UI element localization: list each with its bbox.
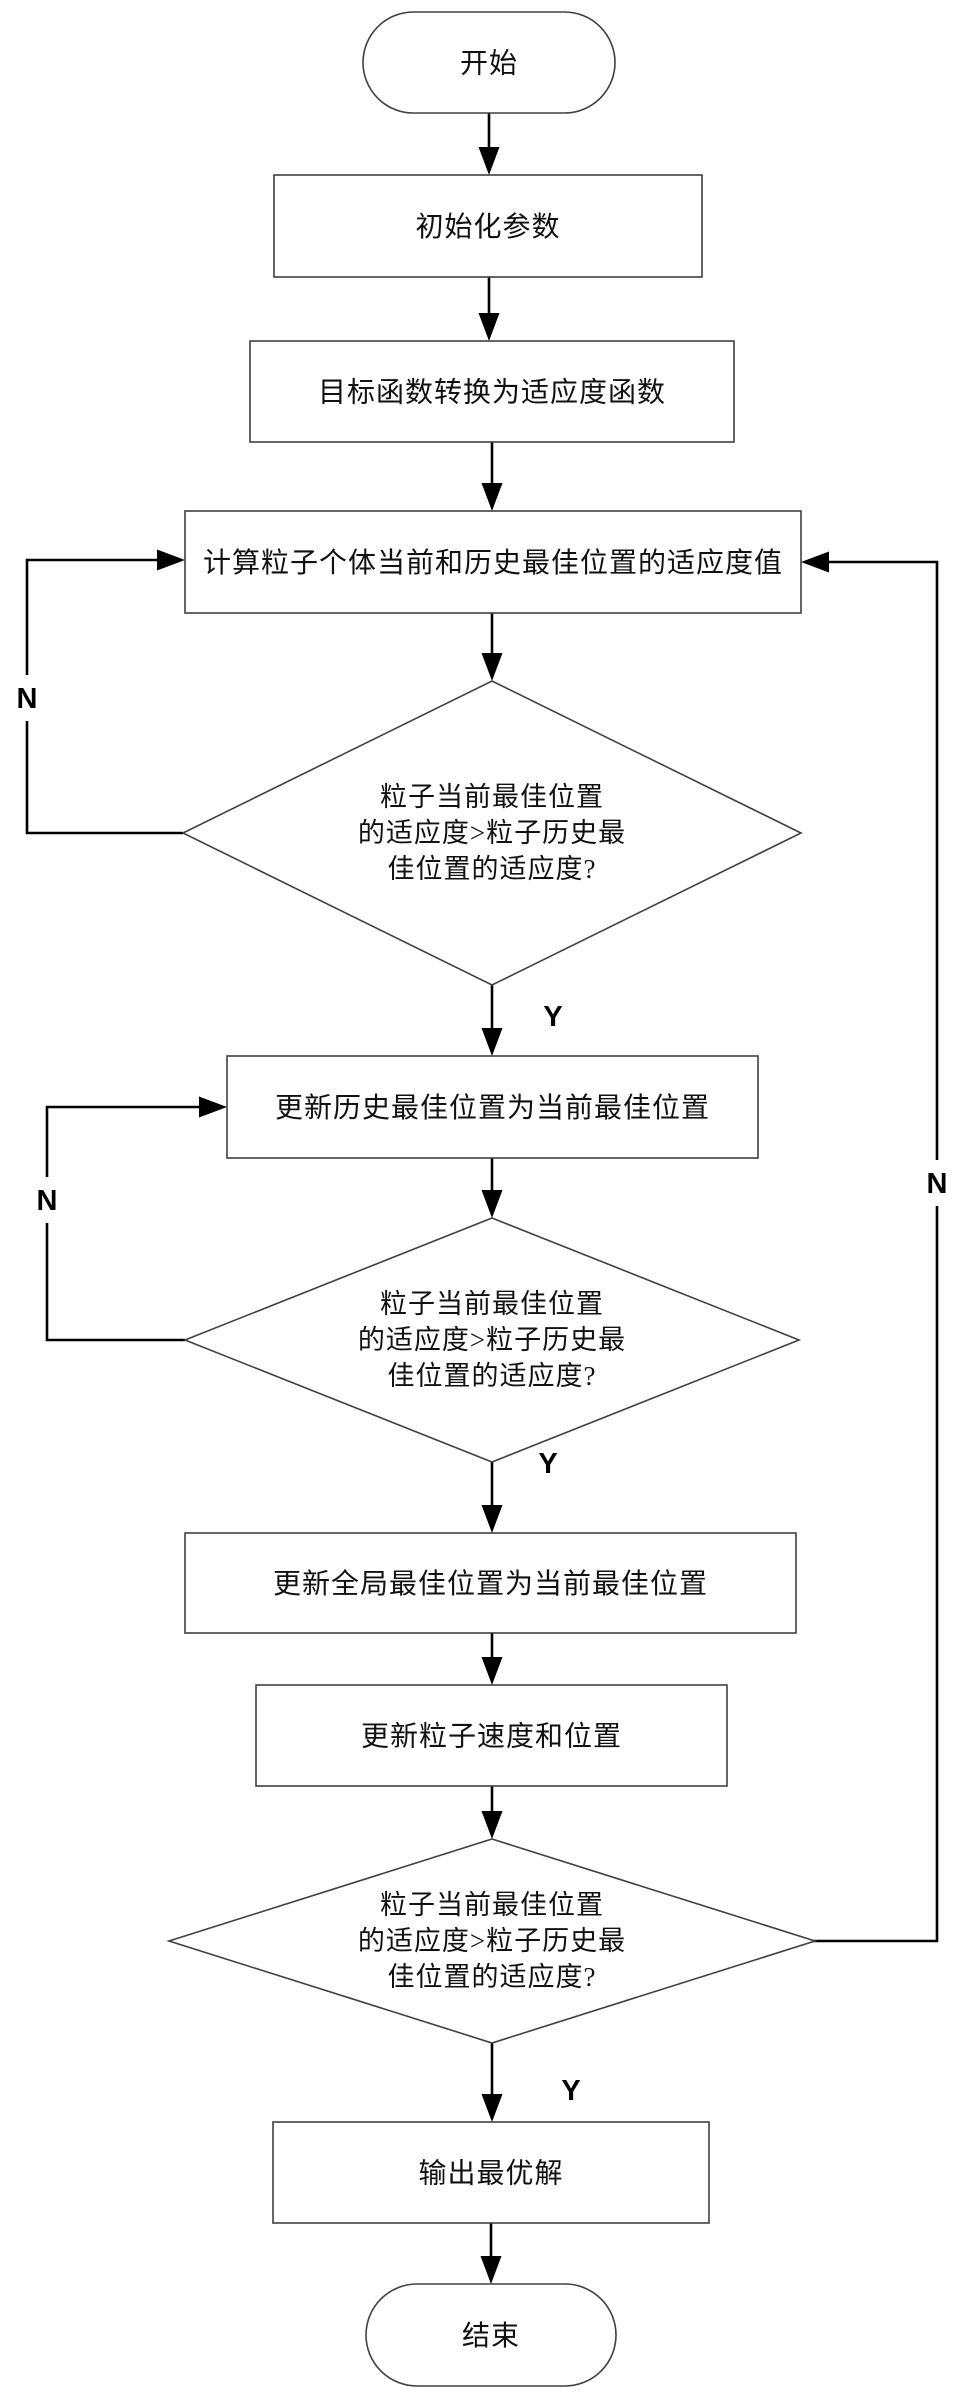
node-label-start: 开始 (460, 48, 518, 80)
edge-decision3-no-loop (813, 560, 939, 1943)
arrowhead-history-to-decision2 (481, 1190, 503, 1218)
node-update-velocity (255, 1684, 728, 1787)
node-label-decision-3: 粒子当前最佳位置的适应度>粒子历史最佳位置的适应度? (358, 1890, 626, 1992)
node-end (365, 2283, 617, 2387)
arrowhead-convert-to-calc (481, 483, 503, 511)
label-n-2: N (37, 1185, 58, 1217)
edge-decision1-no-loop (25, 558, 183, 835)
label-y-2: Y (538, 1448, 557, 1480)
node-label-decision-2: 粒子当前最佳位置的适应度>粒子历史最佳位置的适应度? (358, 1289, 626, 1391)
arrowhead-decision2-no-loop (199, 1096, 227, 1118)
node-label-output-optimal: 输出最优解 (418, 2158, 563, 2190)
node-calc-fitness (184, 510, 802, 614)
node-decision-1 (181, 680, 803, 986)
label-y-3: Y (561, 2075, 580, 2107)
label-y-1: Y (543, 1001, 562, 1033)
arrowhead-init-to-convert (478, 313, 500, 341)
label-bg-label-n-3 (918, 1160, 956, 1206)
arrowhead-decision2-yes-to-global (481, 1505, 503, 1533)
arrowhead-decision1-yes-to-history (481, 1028, 503, 1056)
node-start (362, 11, 616, 114)
arrowhead-decision1-no-loop (157, 549, 185, 571)
node-label-convert-fitness: 目标函数转换为适应度函数 (318, 377, 666, 409)
node-decision-3 (166, 1838, 818, 2044)
node-init-params (273, 174, 703, 278)
edge-decision2-no-loop (45, 1105, 199, 1342)
node-label-end: 结束 (462, 2320, 520, 2352)
arrowhead-start-to-init (478, 147, 500, 175)
label-bg-label-n-1 (8, 675, 46, 721)
arrowhead-global-to-velocity (481, 1657, 503, 1685)
node-label-update-global: 更新全局最佳位置为当前最佳位置 (273, 1568, 708, 1600)
arrowhead-decision3-yes-to-output (481, 2094, 503, 2122)
node-label-init-params: 初始化参数 (415, 211, 560, 243)
node-update-global (184, 1532, 797, 1634)
node-decision-2 (182, 1217, 802, 1463)
arrowhead-decision3-no-loop (801, 551, 829, 573)
node-label-calc-fitness: 计算粒子个体当前和历史最佳位置的适应度值 (203, 547, 783, 579)
node-convert-fitness (249, 340, 735, 443)
arrowhead-calc-to-decision1 (481, 653, 503, 681)
node-label-update-velocity: 更新粒子速度和位置 (361, 1721, 622, 1753)
arrowhead-output-to-end (480, 2256, 502, 2284)
label-n-1: N (17, 683, 38, 715)
node-label-decision-1: 粒子当前最佳位置的适应度>粒子历史最佳位置的适应度? (358, 782, 626, 884)
label-n-3: N (927, 1168, 948, 1200)
node-label-update-history: 更新历史最佳位置为当前最佳位置 (275, 1092, 710, 1124)
label-bg-label-n-2 (28, 1177, 66, 1223)
node-output-optimal (272, 2121, 710, 2224)
arrowhead-velocity-to-decision3 (481, 1811, 503, 1839)
node-update-history (226, 1055, 759, 1159)
